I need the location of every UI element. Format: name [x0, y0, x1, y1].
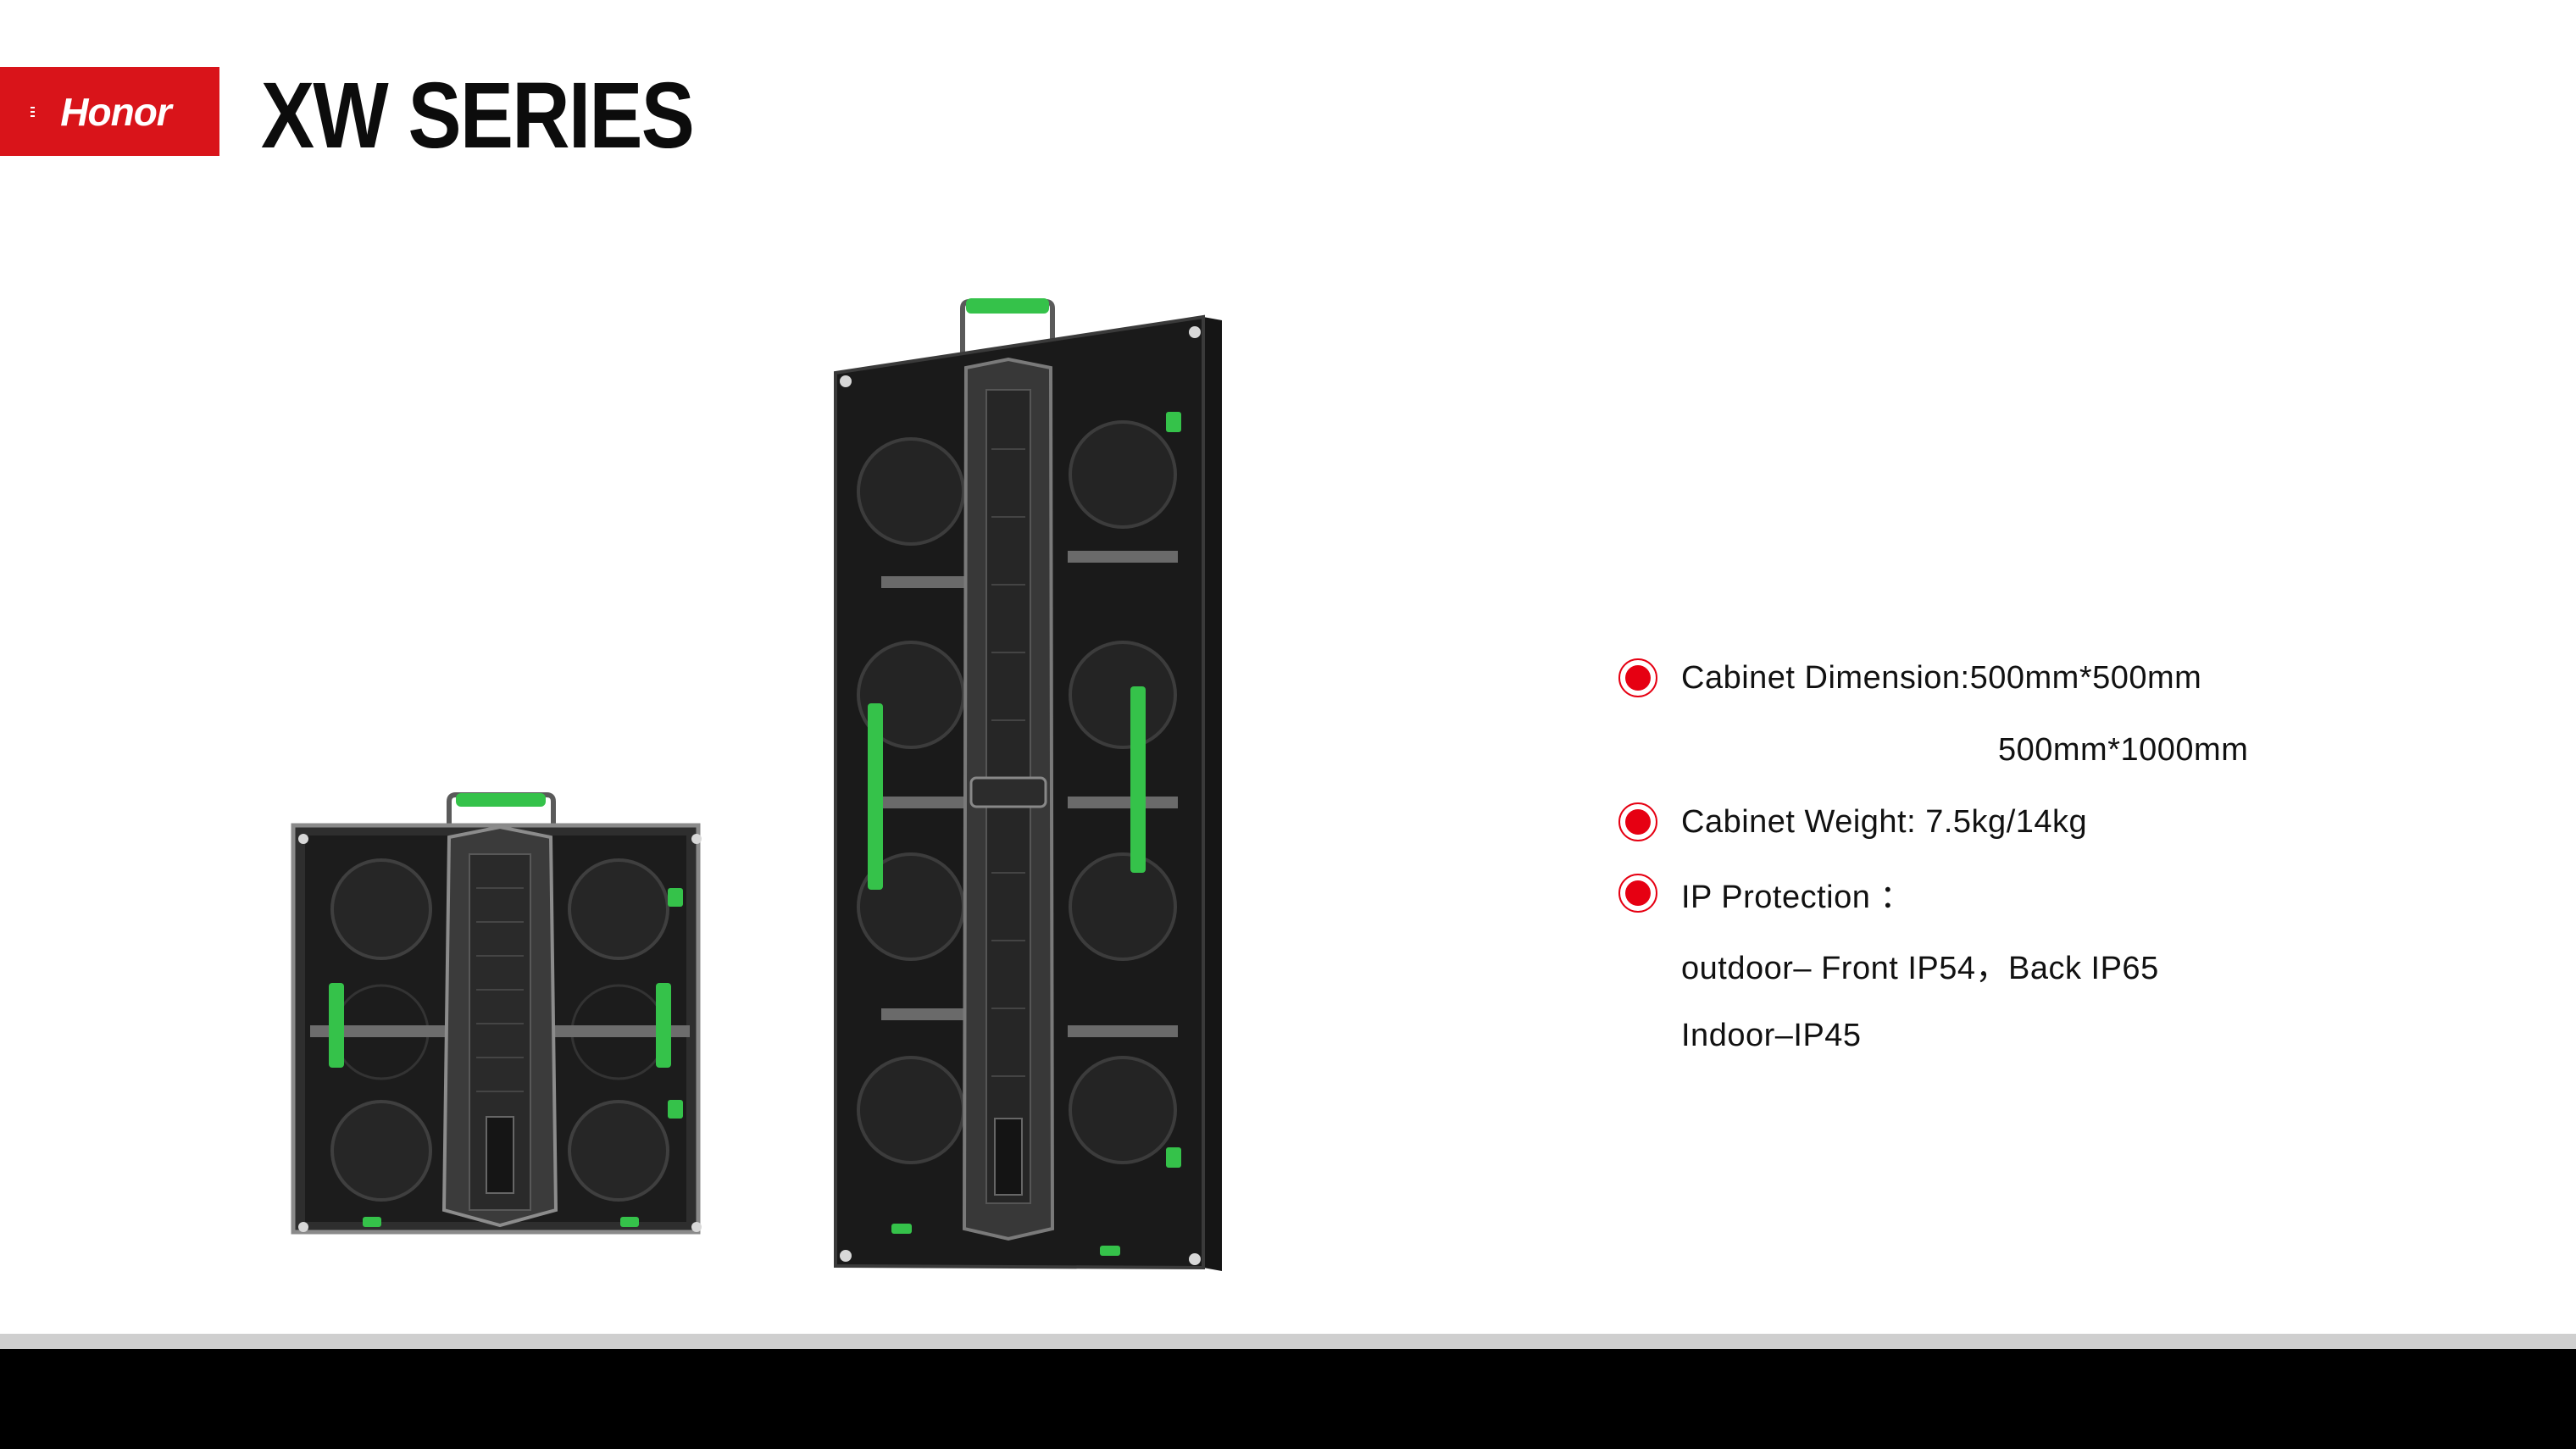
spec-weight-text: Cabinet Weight: 7.5kg/14kg — [1681, 803, 2088, 840]
spec-ip-indoor-text: Indoor–IP45 — [1681, 1017, 1862, 1053]
bullet-icon — [1618, 802, 1657, 841]
spec-dimension-text: Cabinet Dimension:500mm*500mm — [1681, 659, 2202, 696]
cabinet-500x500-image — [291, 792, 702, 1235]
spec-ip-text: IP Protection ： — [1681, 879, 1913, 915]
page-title: XW SERIES — [261, 64, 695, 168]
spec-ip: IP Protection ： — [1618, 868, 1913, 919]
spec-ip-indoor: Indoor–IP45 — [1681, 1010, 1862, 1061]
spec-dimension-2: 500mm*1000mm — [1998, 724, 2248, 775]
logo-text: Honor — [60, 89, 171, 134]
bullet-icon — [1618, 658, 1657, 697]
logo-speed-lines-icon — [31, 107, 44, 117]
spec-weight: Cabinet Weight: 7.5kg/14kg — [1618, 797, 2087, 847]
spec-ip-outdoor-text: outdoor– Front IP54，Back IP65 — [1681, 950, 2159, 986]
footer-bar — [0, 1349, 2576, 1449]
cabinet-500x1000-image — [834, 298, 1222, 1271]
spec-dimension-2-text: 500mm*1000mm — [1998, 731, 2249, 768]
spec-ip-outdoor: outdoor– Front IP54，Back IP65 — [1681, 939, 2159, 990]
bullet-icon — [1618, 874, 1657, 913]
spec-dimension: Cabinet Dimension:500mm*500mm — [1618, 652, 2201, 703]
brand-logo: Honor — [0, 67, 219, 156]
footer-divider — [0, 1334, 2576, 1349]
